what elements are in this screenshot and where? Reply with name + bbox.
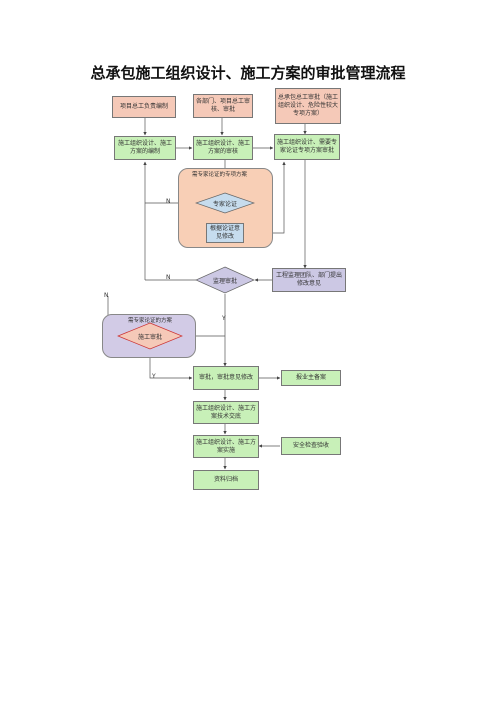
expert-opinion-fix-box: 根据论证意见修改 xyxy=(206,223,244,243)
supervision-n-label: N xyxy=(166,274,171,281)
proj-eng-prepare-box: 项目总工负责编制 xyxy=(112,96,176,118)
org-design-implement-box: 施工组织设计、施工方案实施 xyxy=(193,435,259,458)
contractor-n-label: N xyxy=(104,292,109,299)
supervision-review-diamond xyxy=(195,266,255,294)
contractor-review-label: 施工审批 xyxy=(137,334,162,341)
contractor-y-label: Y xyxy=(152,373,156,380)
hq-review-box: 总承包总工审批（施工组织设计、危险性较大专项方案） xyxy=(275,88,341,124)
contractor-review-diamond xyxy=(117,322,183,350)
report-to-owner-box: 报业主备案 xyxy=(281,370,341,386)
safety-check-box: 安全检查验收 xyxy=(281,437,341,455)
supervision-review-label: 监理审批 xyxy=(212,278,237,285)
contractor-region-label: 需专家论证的方案 xyxy=(128,318,173,324)
page-title: 总承包施工组织设计、施工方案的审批管理流程 xyxy=(90,64,406,82)
archive-box: 资料归档 xyxy=(193,470,259,490)
dept-review-box: 各部门、项目总工审核、审批 xyxy=(193,94,253,118)
expert-region-label: 需专家论证的专项方案 xyxy=(192,172,248,178)
supervision-opinion-box: 工程监理团队、部门提出修改意见 xyxy=(272,268,346,292)
approve-opinion-box: 审批，审批意见修改 xyxy=(193,366,259,390)
expert-review-label: 专家论证 xyxy=(212,201,237,208)
supervision-y-label: Y xyxy=(222,315,226,322)
submit-special-box: 施工组织设计、需要专家论证专项方案审批 xyxy=(274,134,340,160)
prep-org-design-box: 施工组织设计、施工方案的编制 xyxy=(114,136,176,160)
expert-n-label: N xyxy=(166,198,171,205)
review-org-design-box: 施工组织设计、施工方案的审核 xyxy=(193,136,253,160)
org-design-briefing-box: 施工组织设计、施工方案技术交底 xyxy=(193,401,259,424)
expert-review-diamond xyxy=(195,192,255,214)
